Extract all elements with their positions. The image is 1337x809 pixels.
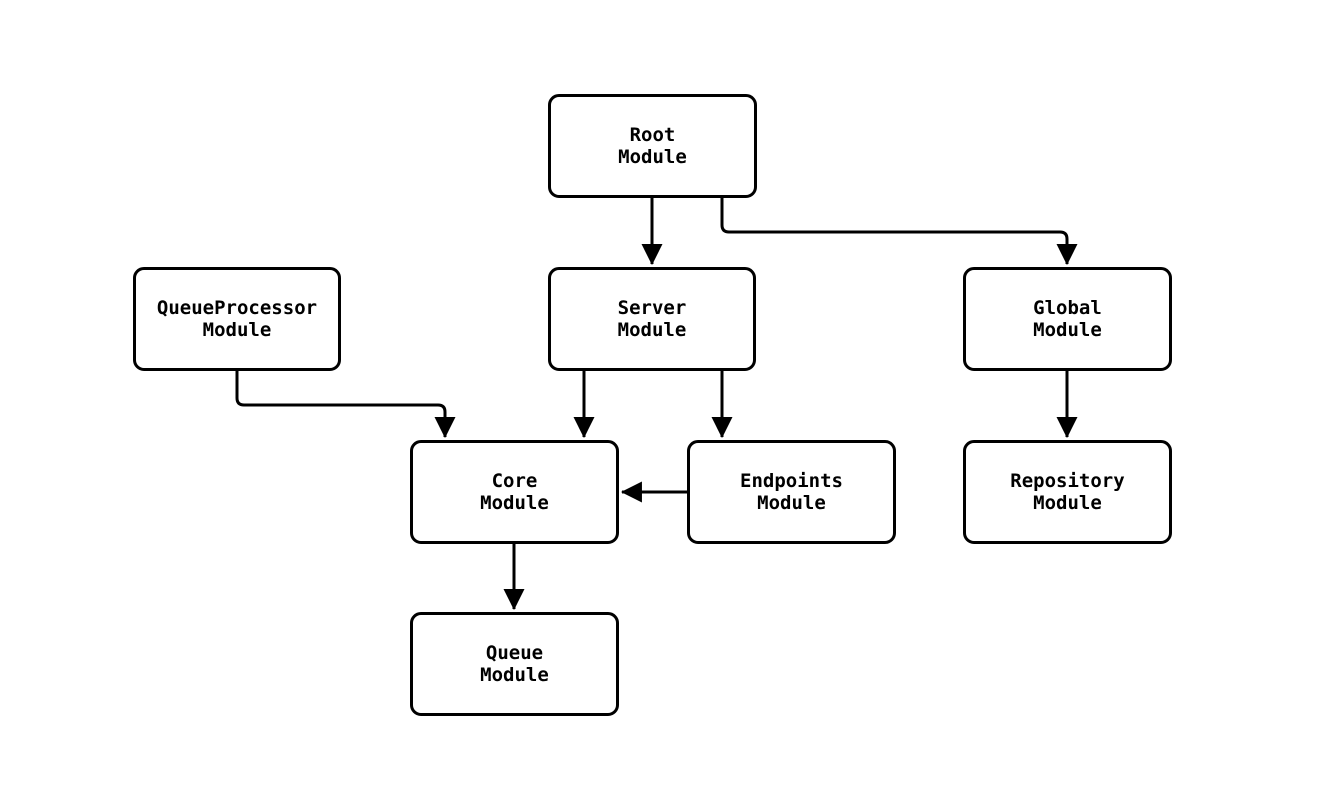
node-queue-module: Queue Module [410,612,619,716]
node-label: QueueProcessor Module [156,297,318,341]
node-endpoints-module: Endpoints Module [687,440,896,544]
node-label: Repository Module [1010,470,1125,514]
node-label: Global Module [1033,297,1102,341]
node-server-module: Server Module [548,267,756,371]
node-label: Core Module [480,470,549,514]
edge-group [235,198,1078,611]
node-root-module: Root Module [548,94,757,198]
node-label: Server Module [617,297,687,341]
node-label: Root Module [618,124,687,168]
node-label: Endpoints Module [740,470,843,514]
node-global-module: Global Module [963,267,1172,371]
node-queueprocessor-module: QueueProcessor Module [133,267,341,371]
edge-queueprocessor-to-core [235,371,456,439]
node-label: Queue Module [480,642,549,686]
node-core-module: Core Module [410,440,619,544]
node-repository-module: Repository Module [963,440,1172,544]
edge-root-to-global [720,198,1078,266]
